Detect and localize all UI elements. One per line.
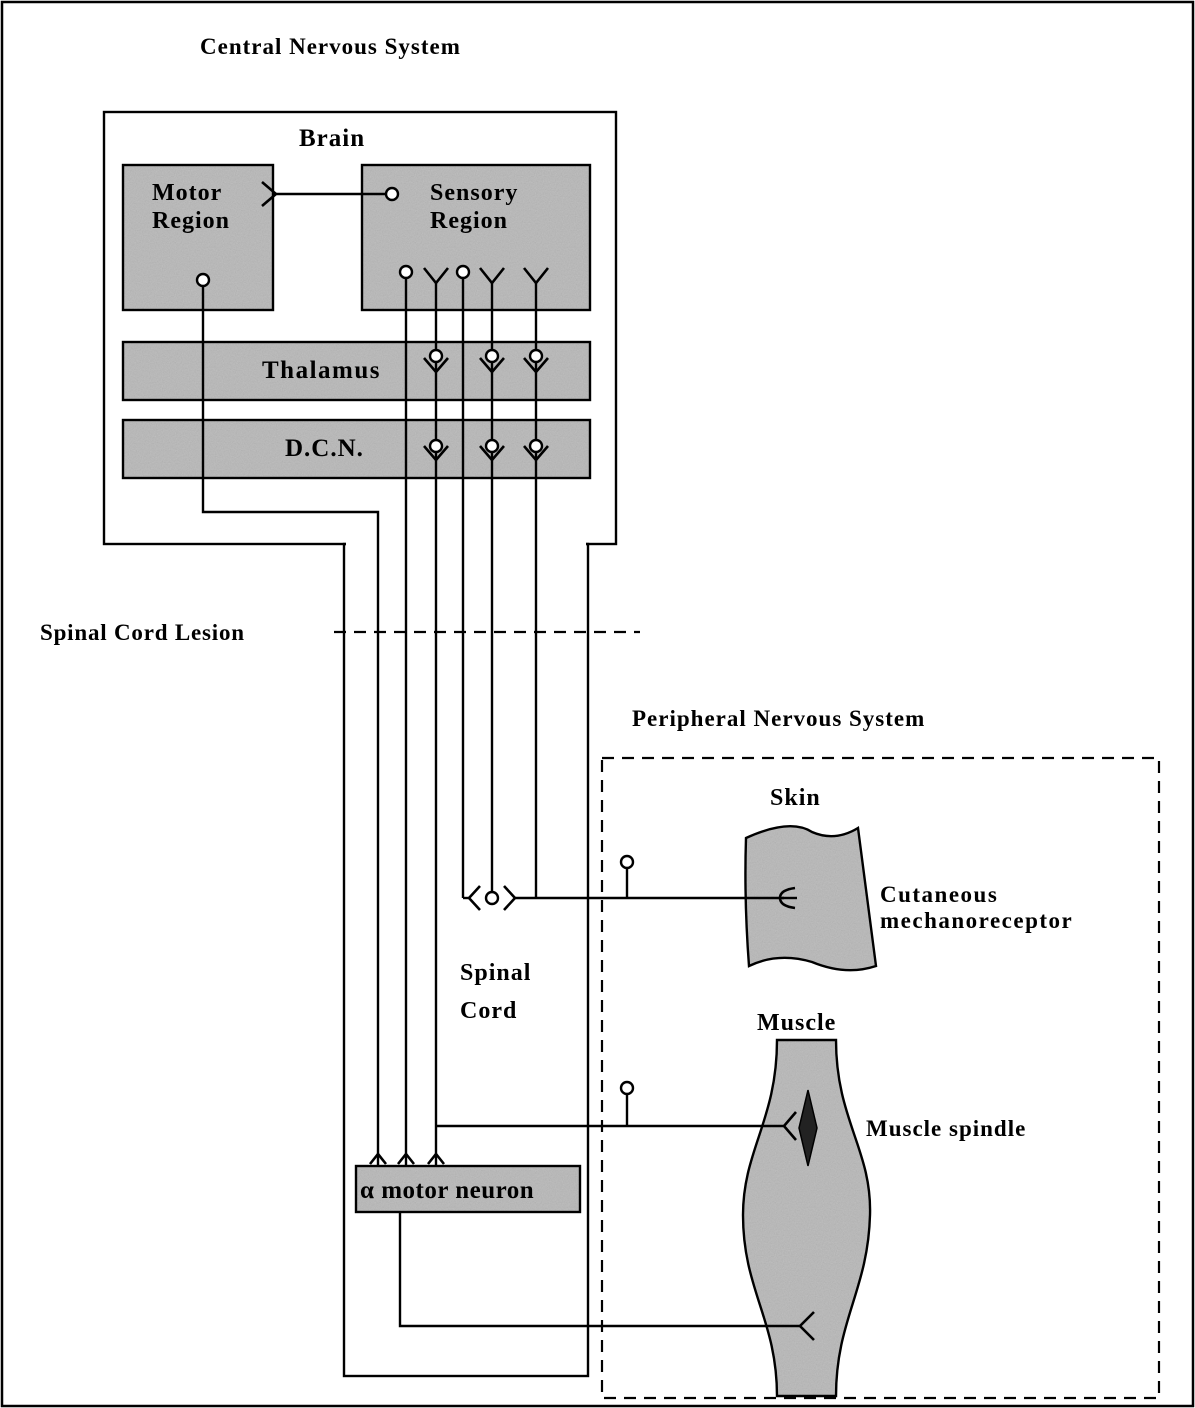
thalamus-label: Thalamus: [262, 357, 381, 384]
pns-title: Peripheral Nervous System: [632, 706, 925, 731]
lesion-label: Spinal Cord Lesion: [40, 620, 245, 645]
muscle-label: Muscle: [757, 1010, 836, 1036]
cutaneous-label: Cutaneous mechanoreceptor: [880, 882, 1073, 933]
corticospinal-axon: [197, 274, 378, 1166]
dcn-label: D.C.N.: [285, 435, 364, 462]
cns-title: Central Nervous System: [200, 34, 461, 59]
spindle-label: Muscle spindle: [866, 1116, 1026, 1141]
spinal-cord-label: Spinal Cord: [460, 960, 538, 1024]
skin-label: Skin: [770, 785, 821, 811]
pns-box: [602, 758, 1159, 1398]
spindle-afferent: [436, 1082, 796, 1140]
brain-label: Brain: [299, 125, 365, 152]
motor-neuron-label: α motor neuron: [360, 1177, 534, 1204]
